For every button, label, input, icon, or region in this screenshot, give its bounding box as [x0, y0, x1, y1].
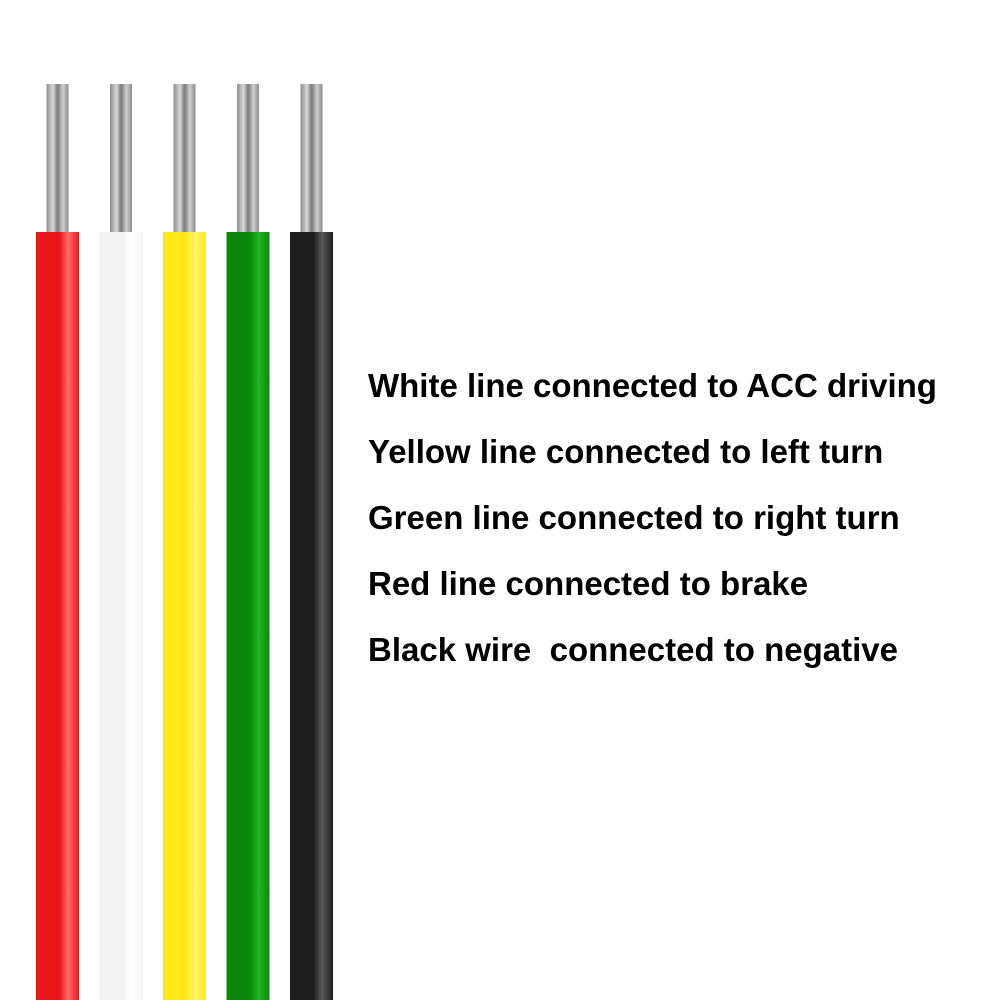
- wire-black-conductor: [300, 84, 323, 234]
- wire-white: [99, 84, 143, 1000]
- wire-white-conductor: [110, 84, 132, 234]
- legend-item-white: White line connected to ACC driving: [368, 367, 937, 404]
- legend-item-yellow: Yellow line connected to left turn: [368, 433, 884, 470]
- wire-yellow-insulation: [163, 232, 206, 1000]
- wire-green-insulation: [226, 232, 270, 1000]
- wires-group: [36, 84, 333, 1000]
- wire-green: [226, 84, 270, 1000]
- wire-green-conductor: [237, 84, 259, 234]
- wire-red: [36, 84, 79, 1000]
- wire-yellow: [163, 84, 206, 1000]
- legend-item-green: Green line connected to right turn: [368, 499, 900, 536]
- legend-item-black: Black wire connected to negative: [368, 631, 898, 668]
- wire-red-conductor: [46, 84, 69, 234]
- wire-black: [290, 84, 333, 1000]
- wire-red-insulation: [36, 232, 79, 1000]
- wire-yellow-conductor: [173, 84, 196, 234]
- wire-white-insulation: [99, 232, 143, 1000]
- wire-legend: White line connected to ACC driving Yell…: [368, 362, 998, 692]
- wire-black-insulation: [290, 232, 333, 1000]
- legend-item-red: Red line connected to brake: [368, 565, 809, 602]
